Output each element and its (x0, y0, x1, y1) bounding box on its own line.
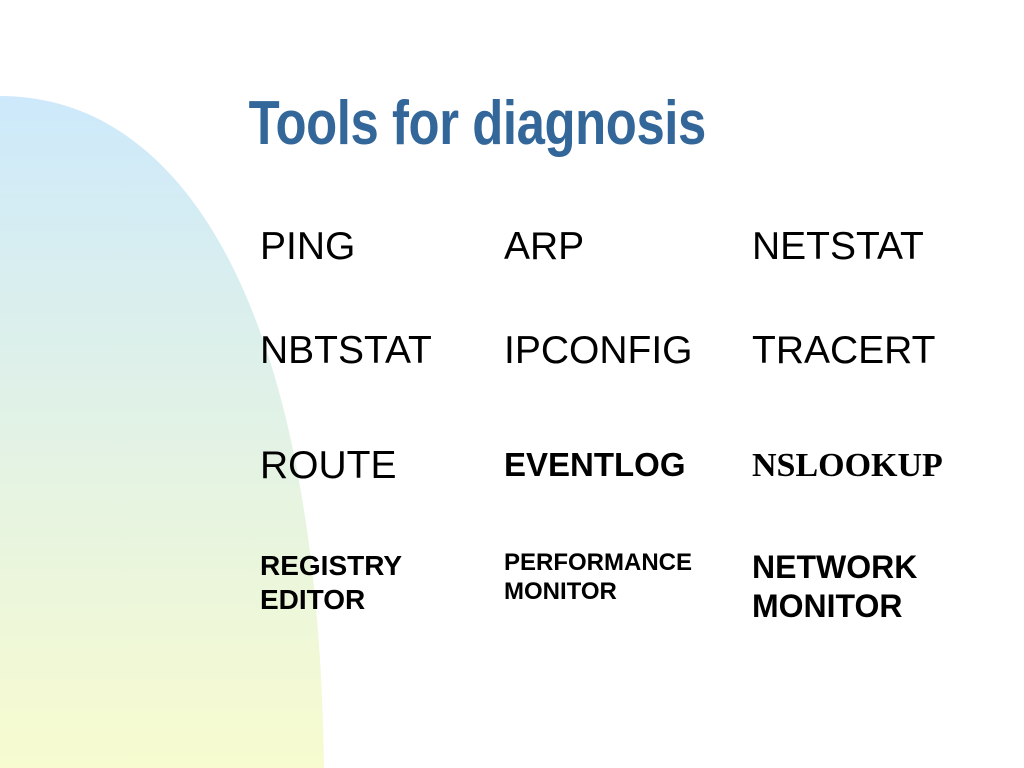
tool-ipconfig: IPCONFIG (504, 329, 693, 372)
tool-tracert: TRACERT (752, 329, 936, 372)
tool-ping: PING (260, 225, 356, 268)
tool-performance-monitor-line-2: MONITOR (504, 578, 617, 605)
tool-netstat: NETSTAT (752, 225, 924, 268)
slide-title: Tools for diagnosis (248, 89, 707, 158)
tool-nslookup: NSLOOKUP (752, 447, 943, 484)
tool-performance-monitor: PERFORMANCE MONITOR (504, 548, 692, 606)
tool-registry-editor-line-1: REGISTRY (260, 550, 403, 581)
tool-eventlog: EVENTLOG (504, 446, 686, 483)
tool-performance-monitor-line-1: PERFORMANCE (504, 549, 693, 576)
tool-network-monitor-line-2: MONITOR (752, 588, 903, 624)
tool-network-monitor: NETWORK MONITOR (752, 548, 917, 626)
tool-network-monitor-line-1: NETWORK (752, 549, 918, 585)
tool-nbtstat: NBTSTAT (260, 329, 432, 372)
tool-registry-editor: REGISTRY EDITOR (260, 549, 402, 617)
tool-registry-editor-line-2: EDITOR (260, 584, 366, 615)
tool-arp: ARP (504, 225, 585, 268)
tool-route: ROUTE (260, 444, 397, 487)
